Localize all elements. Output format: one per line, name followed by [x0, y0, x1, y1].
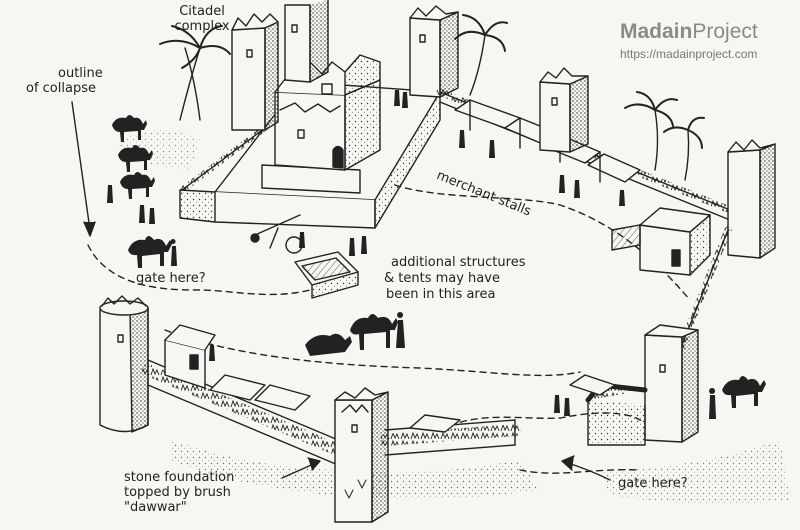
label-outline-line2: of collapse	[26, 81, 96, 96]
label-gate-right: gate here?	[618, 476, 688, 491]
watermark-brand-rest: Project	[692, 20, 758, 43]
outline-of-collapse-line	[87, 244, 311, 296]
label-outline-line1: outline	[58, 66, 103, 81]
watermark-url: https://madainproject.com	[620, 47, 758, 61]
label-citadel-line2: complex	[174, 19, 230, 34]
label-additional-line3: been in this area	[386, 287, 496, 302]
label-additional-line2: & tents may have	[384, 271, 500, 286]
label-citadel-line1: Citadel	[179, 4, 225, 19]
arrow-outline	[71, 101, 91, 231]
label-stone-line2: topped by brush	[124, 485, 231, 500]
label-additional-line1: additional structures	[391, 255, 526, 270]
watermark-brand-bold: Madain	[620, 20, 693, 43]
watermark-brand: MadainProject	[620, 20, 758, 44]
label-stone-line1: stone foundation	[124, 470, 235, 485]
label-stone-line3: "dawwar"	[124, 500, 187, 515]
label-gate-left: gate here?	[136, 271, 206, 286]
